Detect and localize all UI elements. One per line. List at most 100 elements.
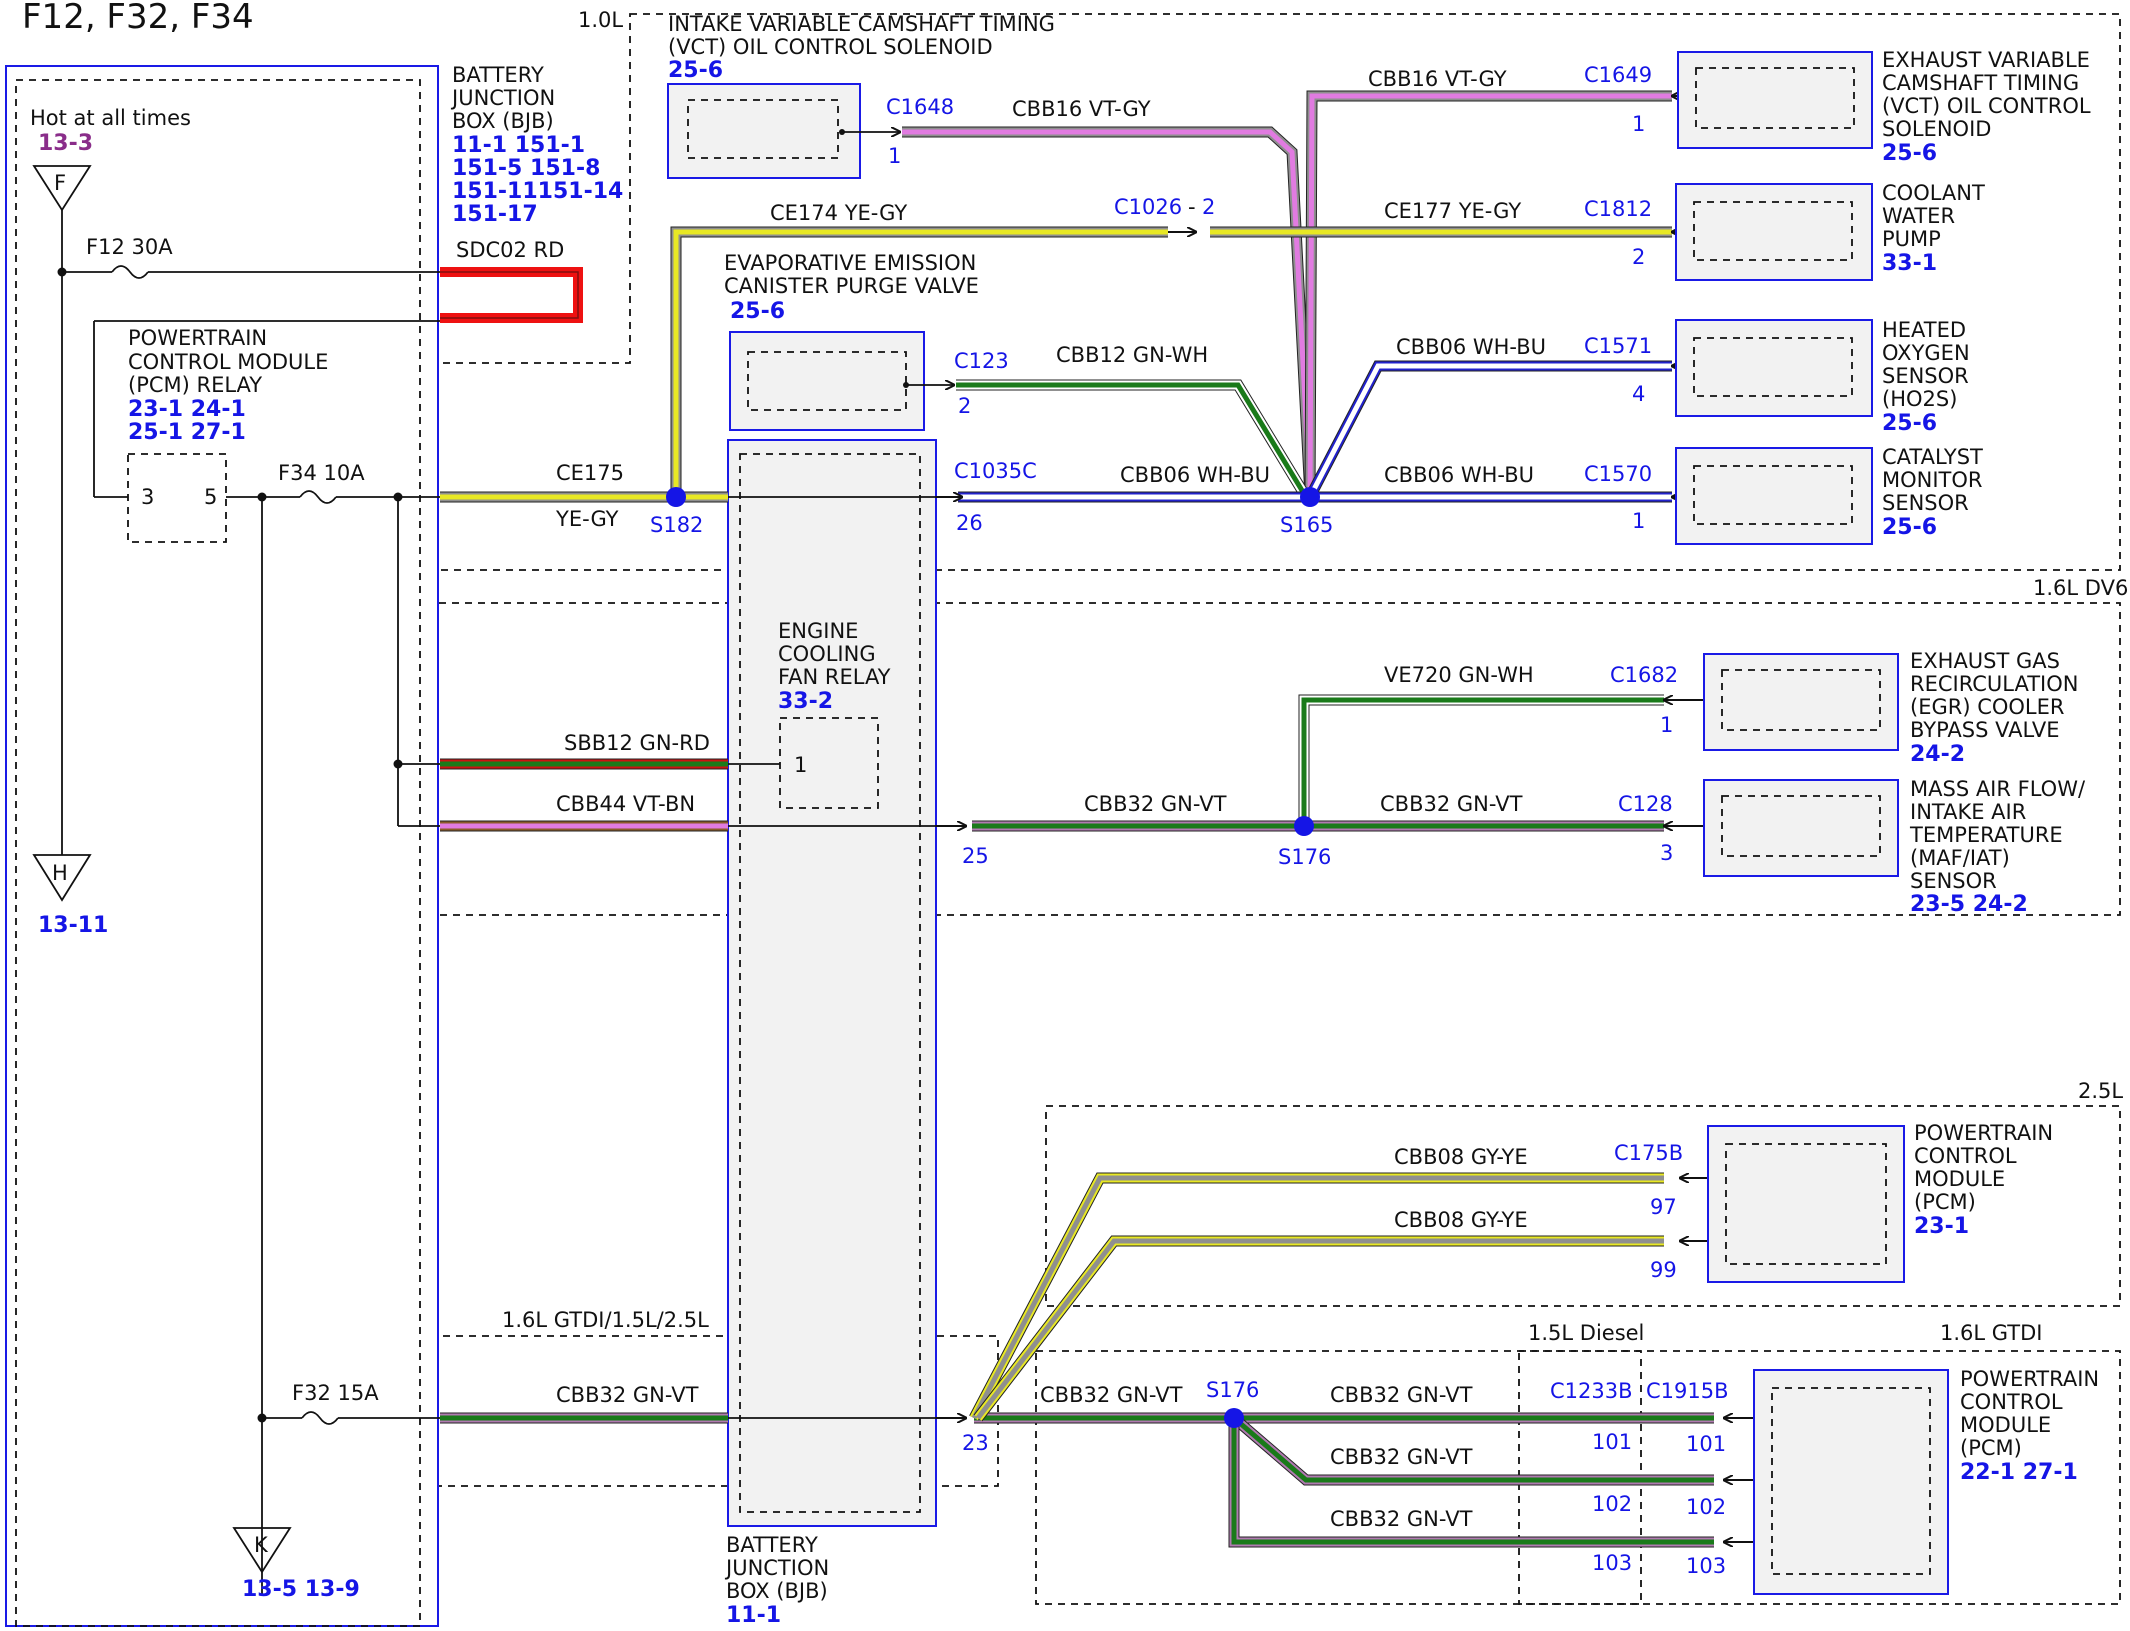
maf-label-1: MASS AIR FLOW/ xyxy=(1910,777,2086,801)
pcm-relay-label-3: (PCM) RELAY xyxy=(128,373,262,397)
exhaust-vct-label-2: CAMSHAFT TIMING xyxy=(1882,71,2079,95)
terminal-k-label: K xyxy=(254,1533,269,1557)
conn-c128: C128 xyxy=(1618,792,1673,816)
pin-c1915b-103: 103 xyxy=(1686,1554,1726,1578)
pcm-relay-ref-1[interactable]: 23-1 24-1 xyxy=(128,397,246,422)
variant-regions: 1.0L 1.6L DV6 2.5L 1.6L GTDI/1.5L/2.5L 1… xyxy=(221,8,2128,1605)
conn-c1026-dash: - xyxy=(1188,195,1196,219)
egr-label-4: BYPASS VALVE xyxy=(1910,718,2060,742)
component-pcm-gtdi[interactable]: POWERTRAIN CONTROL MODULE (PCM) 22-1 27-… xyxy=(1753,1367,2099,1595)
pin-c1035c-23: 23 xyxy=(962,1431,989,1455)
fuse-f32-label: F32 15A xyxy=(292,1381,379,1405)
label-cbb08-a: CBB08 GY-YE xyxy=(1394,1145,1528,1169)
component-evap[interactable]: EVAPORATIVE EMISSION CANISTER PURGE VALV… xyxy=(724,251,979,431)
splice-s165-dot[interactable] xyxy=(1300,487,1320,507)
component-exhaust-vct[interactable]: EXHAUST VARIABLE CAMSHAFT TIMING (VCT) O… xyxy=(1677,48,2091,166)
component-egr[interactable]: EXHAUST GAS RECIRCULATION (EGR) COOLER B… xyxy=(1703,649,2078,767)
maf-label-2: INTAKE AIR xyxy=(1910,800,2026,824)
label-ce174: CE174 YE-GY xyxy=(770,201,907,225)
component-pcm-2-5l[interactable]: POWERTRAIN CONTROL MODULE (PCM) 23-1 xyxy=(1707,1121,2053,1283)
terminal-h-ref[interactable]: 13-11 xyxy=(38,913,108,938)
intake-vct-label-1: INTAKE VARIABLE CAMSHAFT TIMING xyxy=(668,12,1055,36)
label-cbb32-d: CBB32 GN-VT xyxy=(1040,1383,1183,1407)
exhaust-vct-label-3: (VCT) OIL CONTROL xyxy=(1882,94,2091,118)
conn-c1915b: C1915B xyxy=(1646,1379,1729,1403)
pin-c1648: 1 xyxy=(888,144,901,168)
variant-label-1-5l-diesel: 1.5L Diesel xyxy=(1528,1321,1644,1345)
wire-cbb16-a xyxy=(902,126,1316,498)
pin-c1233b-101: 101 xyxy=(1592,1430,1632,1454)
pcmgtdi-label-4: (PCM) xyxy=(1960,1436,2022,1460)
wire-cbb08-b xyxy=(973,1235,1664,1422)
bjb-left-ref-4[interactable]: 151-17 xyxy=(452,202,538,227)
pcm-relay-ref-2[interactable]: 25-1 27-1 xyxy=(128,420,246,445)
bjb-left-label-3: BOX (BJB) xyxy=(452,109,554,133)
wire-cbb16-b xyxy=(1304,90,1672,498)
evap-ref[interactable]: 25-6 xyxy=(730,299,785,324)
label-cbb12: CBB12 GN-WH xyxy=(1056,343,1208,367)
label-cbb44: CBB44 VT-BN xyxy=(556,792,695,816)
label-ce175-color: YE-GY xyxy=(555,507,619,531)
catalyst-ref[interactable]: 25-6 xyxy=(1882,515,1937,540)
ho2s-label-1: HEATED xyxy=(1882,318,1966,342)
pcm25-ref[interactable]: 23-1 xyxy=(1914,1214,1969,1239)
pin-c1035c-26: 26 xyxy=(956,511,983,535)
egr-label-2: RECIRCULATION xyxy=(1910,672,2078,696)
component-ho2s[interactable]: HEATED OXYGEN SENSOR (HO2S) 25-6 xyxy=(1675,318,1970,436)
terminal-k-icon xyxy=(232,1527,292,1574)
intake-vct-ref[interactable]: 25-6 xyxy=(668,58,723,83)
conn-c175b: C175B xyxy=(1614,1141,1683,1165)
pin-c128: 3 xyxy=(1660,841,1673,865)
variant-label-2-5l: 2.5L xyxy=(2078,1079,2123,1103)
terminal-h-icon xyxy=(32,854,92,902)
coolant-ref[interactable]: 33-1 xyxy=(1882,251,1937,276)
fan-relay-ref[interactable]: 33-2 xyxy=(778,689,833,714)
label-cbb32-f: CBB32 GN-VT xyxy=(1330,1445,1473,1469)
region-1-6l-gtdi xyxy=(1035,1350,2121,1605)
conn-c1648: C1648 xyxy=(886,95,954,119)
label-cbb16-b: CBB16 VT-GY xyxy=(1368,67,1507,91)
conn-c1233b: C1233B xyxy=(1550,1379,1633,1403)
egr-ref[interactable]: 24-2 xyxy=(1910,742,1965,767)
ho2s-ref[interactable]: 25-6 xyxy=(1882,411,1937,436)
splice-s182-dot[interactable] xyxy=(666,487,686,507)
fuse-f12-label: F12 30A xyxy=(86,235,173,259)
conn-c1649: C1649 xyxy=(1584,63,1652,87)
conn-c1812: C1812 xyxy=(1584,197,1652,221)
variant-label-1-6l-gtdi: 1.6L GTDI xyxy=(1940,1321,2043,1345)
pcmgtdi-label-3: MODULE xyxy=(1960,1413,2051,1437)
label-cbb06-a: CBB06 WH-BU xyxy=(1396,335,1546,359)
terminal-k-ref[interactable]: 13-5 13-9 xyxy=(242,1577,360,1602)
egr-label-1: EXHAUST GAS xyxy=(1910,649,2060,673)
splice-s176b-dot[interactable] xyxy=(1224,1408,1244,1428)
conn-c1026: C1026 xyxy=(1114,195,1182,219)
bjb-left-ref-3[interactable]: 151-11151-14 xyxy=(452,179,623,204)
component-catalyst[interactable]: CATALYST MONITOR SENSOR 25-6 xyxy=(1675,445,1983,545)
variant-label-gtdi-1-5l-2-5l: 1.6L GTDI/1.5L/2.5L xyxy=(502,1308,709,1332)
label-cbb08-b: CBB08 GY-YE xyxy=(1394,1208,1528,1232)
bjb-left-label-1: BATTERY xyxy=(452,63,544,87)
exhaust-vct-ref[interactable]: 25-6 xyxy=(1882,141,1937,166)
bjb-left-ref-1[interactable]: 11-1 151-1 xyxy=(452,133,585,158)
label-ce175: CE175 xyxy=(556,461,624,485)
hot-at-all-times-label: Hot at all times xyxy=(30,106,191,130)
bjb-left-ref-2[interactable]: 151-5 151-8 xyxy=(452,156,600,181)
fan-relay-pin: 1 xyxy=(794,753,807,777)
pin-c1035c-25: 25 xyxy=(962,844,989,868)
splice-s176a-dot[interactable] xyxy=(1294,816,1314,836)
bjb-left: BATTERY JUNCTION BOX (BJB) 11-1 151-1 15… xyxy=(5,63,623,1627)
component-intake-vct[interactable]: INTAKE VARIABLE CAMSHAFT TIMING (VCT) OI… xyxy=(667,12,1055,179)
pcmgtdi-ref[interactable]: 22-1 27-1 xyxy=(1960,1460,2078,1485)
label-cbb32-e: CBB32 GN-VT xyxy=(1330,1383,1473,1407)
hot-ref[interactable]: 13-3 xyxy=(38,131,93,156)
label-cbb06-c: CBB06 WH-BU xyxy=(1384,463,1534,487)
pin-c1571: 4 xyxy=(1632,382,1645,406)
maf-ref[interactable]: 23-5 24-2 xyxy=(1910,892,2028,917)
component-maf[interactable]: MASS AIR FLOW/ INTAKE AIR TEMPERATURE (M… xyxy=(1703,777,2086,917)
pcm-relay-label-1: POWERTRAIN xyxy=(128,326,267,350)
bjb-center-ref[interactable]: 11-1 xyxy=(726,1603,781,1628)
ho2s-label-2: OXYGEN xyxy=(1882,341,1970,365)
bjb-left-label-2: JUNCTION xyxy=(450,86,555,110)
component-coolant-pump[interactable]: COOLANT WATER PUMP 33-1 xyxy=(1675,181,1985,281)
wire-labels: CBB16 VT-GY CBB16 VT-GY CE174 YE-GY CE17… xyxy=(555,67,1546,1531)
